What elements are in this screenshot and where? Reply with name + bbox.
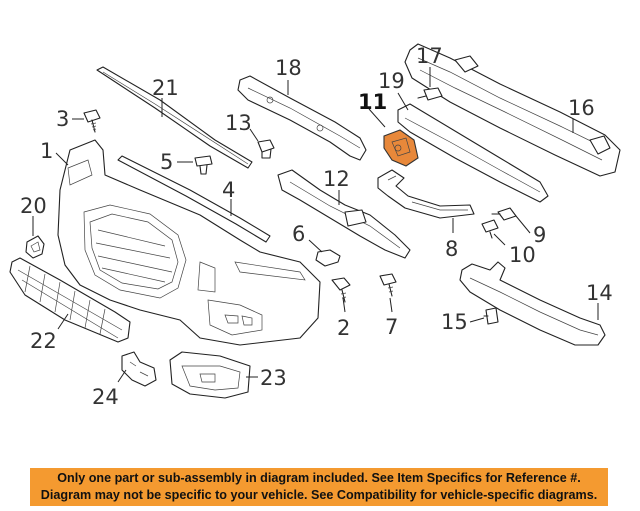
callout-10: 10 [509,243,536,267]
callout-7: 7 [385,315,398,339]
callout-2: 2 [337,316,350,340]
callout-1: 1 [40,139,53,163]
callout-14: 14 [586,281,613,305]
part-11-bracket-highlighted [383,129,419,167]
callout-24: 24 [92,385,119,409]
disclaimer-banner: Only one part or sub-assembly in diagram… [30,468,608,506]
callout-9: 9 [533,223,546,247]
callout-8: 8 [445,237,458,261]
part-6-bracket [315,249,341,267]
callout-5: 5 [160,150,173,174]
callout-22: 22 [30,329,57,353]
part-24-bracket [121,351,157,387]
disclaimer-line-2: Diagram may not be specific to your vehi… [40,488,598,502]
part-23-fog-cover [169,351,251,399]
callout-12: 12 [323,167,350,191]
part-15-pin [483,307,499,325]
part-21-molding [96,66,253,169]
callout-4: 4 [222,178,235,202]
part-18-bracket [237,75,367,161]
part-10-clip [481,219,499,239]
callout-18: 18 [275,56,302,80]
part-2-screw [331,277,351,303]
part-13-clip [257,139,275,159]
callout-16: 16 [568,96,595,120]
part-5-clip [194,155,213,175]
callout-19: 19 [378,69,405,93]
leader-lines [32,67,599,383]
callout-20: 20 [20,194,47,218]
callout-6: 6 [292,222,305,246]
part-1-bumper-cover [57,139,321,346]
part-9-clip [491,207,517,221]
part-19-absorber [397,103,549,203]
callout-15: 15 [441,310,468,334]
callout-3: 3 [56,107,69,131]
disclaimer-line-1: Only one part or sub-assembly in diagram… [57,471,581,485]
part-8-bracket [377,169,475,219]
callout-23: 23 [260,366,287,390]
part-16-reinforcement [404,43,621,177]
part-7-screw [379,273,397,297]
part-12-bracket [277,169,411,259]
part-22-grille [9,257,131,343]
part-3-screw [83,109,101,133]
part-4-molding [117,155,271,243]
callout-21: 21 [152,76,179,100]
parts-diagram: 1 2 3 4 5 6 7 8 9 10 11 12 13 14 15 16 1… [9,43,621,409]
callout-11: 11 [358,90,387,114]
callout-17: 17 [416,44,443,68]
part-17-bolt [417,87,443,101]
part-14-absorber [459,261,606,346]
part-20-plug [25,235,45,259]
callout-numbers: 1 2 3 4 5 6 7 8 9 10 11 12 13 14 15 16 1… [20,44,613,409]
callout-13: 13 [225,111,252,135]
